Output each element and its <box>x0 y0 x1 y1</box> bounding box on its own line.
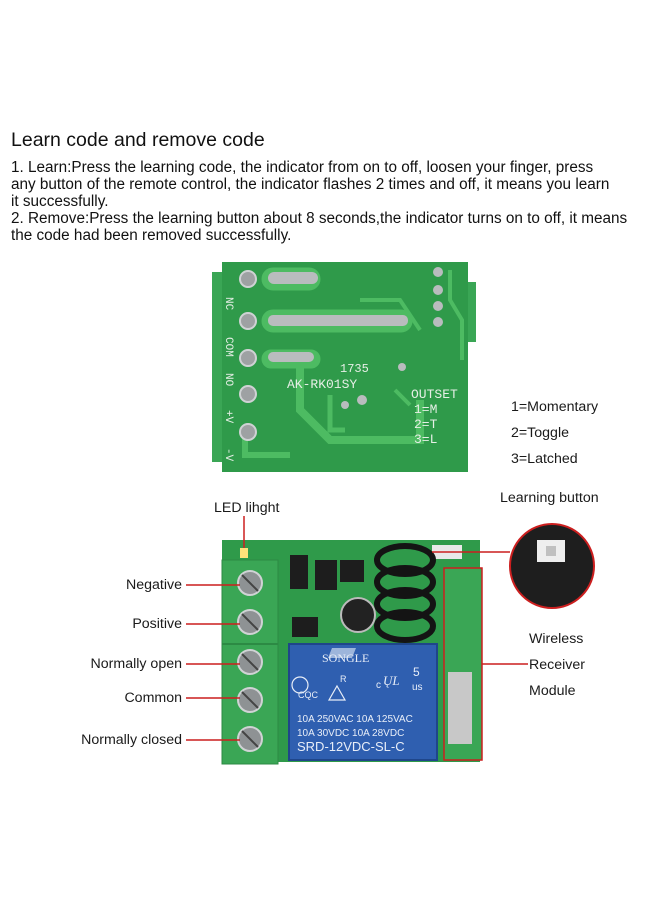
receiver-shield <box>448 672 472 744</box>
learning-button-zoom <box>509 523 595 609</box>
relay-us: us <box>412 682 423 693</box>
callout-lines <box>186 516 528 741</box>
mode-toggle: 2=Toggle <box>511 425 569 441</box>
learn-paragraph: 1. Learn:Press the learning code, the in… <box>11 159 651 210</box>
relay-c: c <box>376 680 381 691</box>
top-board-edge-connector <box>212 272 224 462</box>
capacitor <box>340 597 376 633</box>
silk-pos: +V <box>222 410 234 424</box>
silk-code: 1735 <box>340 362 369 376</box>
terminal-screws <box>237 570 263 752</box>
top-board-edge-right <box>464 282 476 342</box>
page-heading: Learn code and remove code <box>11 129 265 151</box>
relay-cqc: CQC <box>298 690 319 700</box>
antenna-coil <box>374 543 436 643</box>
receiver-module <box>443 567 483 761</box>
relay-r: R <box>340 674 347 684</box>
relay-spec-1: 10A 250VAC 10A 125VAC <box>297 714 413 725</box>
learn-line-1: 1. Learn:Press the learning code, the in… <box>11 159 594 176</box>
top-board-traces <box>242 267 464 458</box>
ic-chip <box>315 560 337 590</box>
learn-line-3: it successfully. <box>11 192 109 210</box>
learning-button-zoom-switch <box>537 540 565 562</box>
top-board-silk: NC COM NO +V -V 1735 AK-RK01SY OUTSET 1=… <box>222 297 458 462</box>
common-label: Common <box>124 690 182 706</box>
led-icon <box>240 548 248 558</box>
silk-no: NO <box>222 373 234 387</box>
top-board-pcb <box>222 262 468 472</box>
normally-open-label: Normally open <box>90 656 182 672</box>
mode-momentary: 1=Momentary <box>511 399 599 415</box>
silk-outset: OUTSET <box>411 387 458 402</box>
remove-paragraph: 2. Remove:Press the learning button abou… <box>11 210 651 245</box>
relay-text: SONGLE 5 us c R CQC 10A 250VAC 10A 125VA… <box>297 651 423 754</box>
remove-line-2: the code had been removed successfully. <box>11 226 292 244</box>
relay <box>288 643 438 761</box>
relay-num: 5 <box>413 665 420 679</box>
module-label: Module <box>529 683 576 699</box>
diode <box>290 555 308 589</box>
positive-label: Positive <box>132 616 182 632</box>
learning-button-body <box>432 545 462 559</box>
silk-t: 2=T <box>414 417 438 432</box>
wireless-label: Wireless <box>529 631 584 647</box>
learn-line-2: any button of the remote control, the in… <box>11 175 610 193</box>
silk-l: 3=L <box>414 432 437 447</box>
relay-spec-2: 10A 30VDC 10A 28VDC <box>297 728 404 739</box>
silk-com: COM <box>222 337 234 357</box>
regulator <box>340 560 364 582</box>
silk-m: 1=M <box>414 402 437 417</box>
ul-mark-icon: ŲL <box>383 673 400 688</box>
relay-brand: SONGLE <box>322 651 369 665</box>
silk-nc: NC <box>222 297 234 311</box>
receiver-label: Receiver <box>529 657 585 673</box>
normally-closed-label: Normally closed <box>81 732 182 748</box>
silk-model: AK-RK01SY <box>287 377 357 392</box>
top-board-pads <box>239 267 443 441</box>
bottom-board-pcb <box>222 540 480 762</box>
negative-label: Negative <box>126 577 182 593</box>
remove-line-1: 2. Remove:Press the learning button abou… <box>11 210 628 227</box>
relay-model: SRD-12VDC-SL-C <box>297 739 405 754</box>
led-label: LED lihght <box>214 500 280 516</box>
silk-neg: -V <box>222 448 234 462</box>
learning-button-label: Learning button <box>500 490 599 506</box>
mode-latched: 3=Latched <box>511 451 578 467</box>
terminal-block <box>221 559 279 765</box>
